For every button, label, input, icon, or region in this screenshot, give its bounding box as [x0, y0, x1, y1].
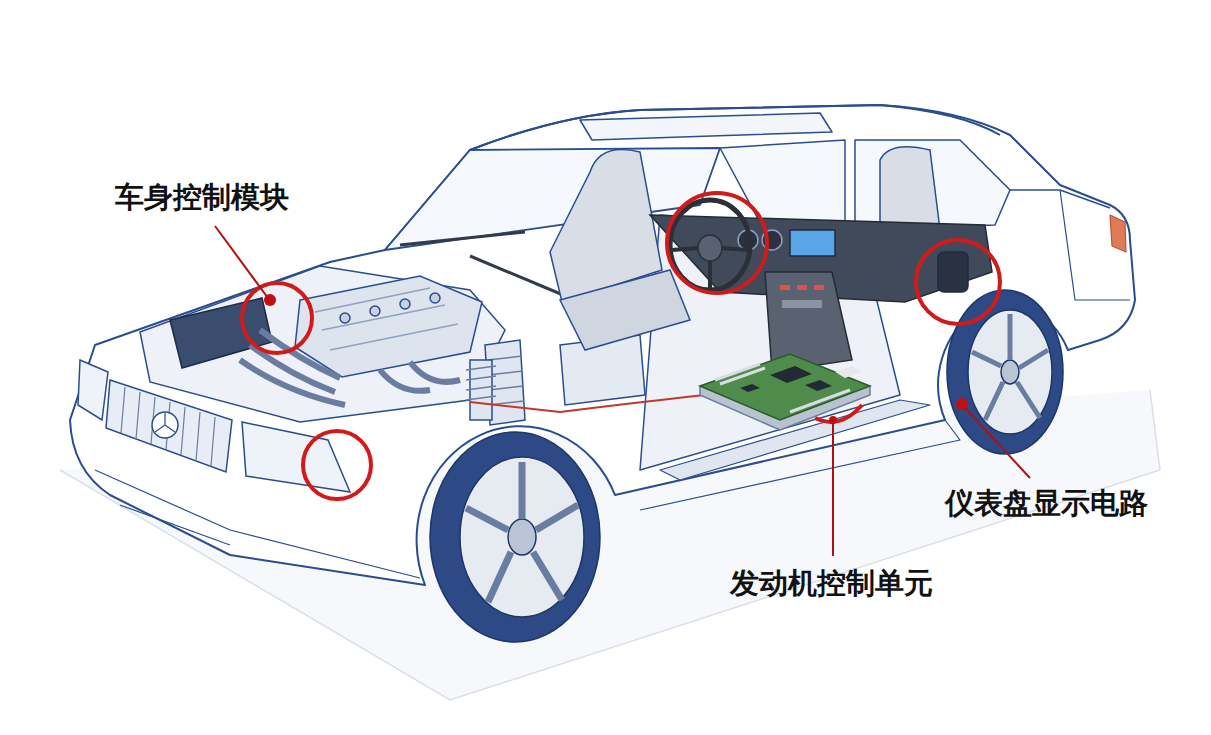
circuit-board — [770, 366, 812, 383]
front-end — [106, 380, 232, 472]
wheels — [466, 462, 578, 602]
wheels — [508, 519, 536, 555]
highlight-circles — [303, 431, 371, 499]
interior — [698, 235, 722, 261]
front-end — [152, 412, 178, 438]
car-body — [640, 420, 960, 510]
interior — [550, 147, 992, 372]
highlight-circles — [242, 193, 1000, 499]
front-end — [121, 387, 215, 466]
interior — [780, 285, 790, 290]
car-body — [400, 232, 525, 245]
front-end — [78, 360, 108, 420]
interior — [782, 300, 822, 308]
engine-bay — [488, 356, 524, 405]
wheels — [430, 290, 1063, 642]
engine-bay — [370, 306, 380, 316]
leader-lines — [964, 407, 1030, 478]
engine-bay — [400, 299, 410, 309]
suspension-strut — [466, 366, 496, 400]
highlight-circles — [916, 240, 1000, 324]
interior — [814, 285, 824, 290]
wheels — [947, 290, 1063, 454]
front-end — [78, 360, 420, 578]
front-end — [155, 413, 175, 432]
highlight-circles — [242, 283, 312, 353]
circuit-board — [835, 366, 862, 378]
interior — [765, 272, 852, 372]
engine-bay — [315, 288, 458, 350]
car-body — [1110, 215, 1126, 252]
circuit-board — [805, 380, 832, 391]
leader-lines — [215, 226, 268, 298]
suspension-strut — [466, 360, 496, 420]
circuit-board — [740, 384, 760, 392]
callout-label: 仪表盘显示电路 — [943, 486, 1150, 521]
wheels — [1001, 360, 1019, 384]
interior — [560, 270, 690, 350]
interior — [672, 248, 748, 290]
front-end — [120, 505, 230, 545]
highlight-circles — [815, 405, 862, 422]
highlight-circles — [667, 193, 767, 293]
engine-bay — [340, 313, 350, 323]
wheels — [460, 457, 584, 617]
engine-bay — [430, 293, 440, 303]
interior — [797, 285, 807, 290]
interior — [938, 252, 968, 292]
engine-bay — [170, 298, 272, 368]
wiring-harness — [470, 395, 705, 412]
engine-bay — [295, 276, 482, 377]
leader-lines — [215, 226, 1030, 556]
wheels — [968, 310, 1052, 434]
interior — [790, 230, 835, 256]
engine-bay — [380, 362, 460, 391]
circuit-board — [700, 354, 870, 420]
wheels — [430, 432, 600, 642]
leader-lines — [832, 420, 834, 556]
wiring-harness — [470, 395, 705, 412]
wheels — [972, 314, 1048, 420]
callout-label: 发动机控制单元 — [728, 566, 935, 601]
front-end — [95, 470, 420, 578]
engine-bay — [240, 330, 345, 405]
circuit-board — [715, 364, 765, 384]
callout-label: 车身控制模块 — [113, 180, 291, 215]
engine-bay — [140, 266, 505, 422]
circuit-board — [790, 390, 850, 412]
circuit-board — [700, 354, 870, 430]
car-body — [1060, 190, 1130, 300]
car-body — [580, 113, 832, 140]
